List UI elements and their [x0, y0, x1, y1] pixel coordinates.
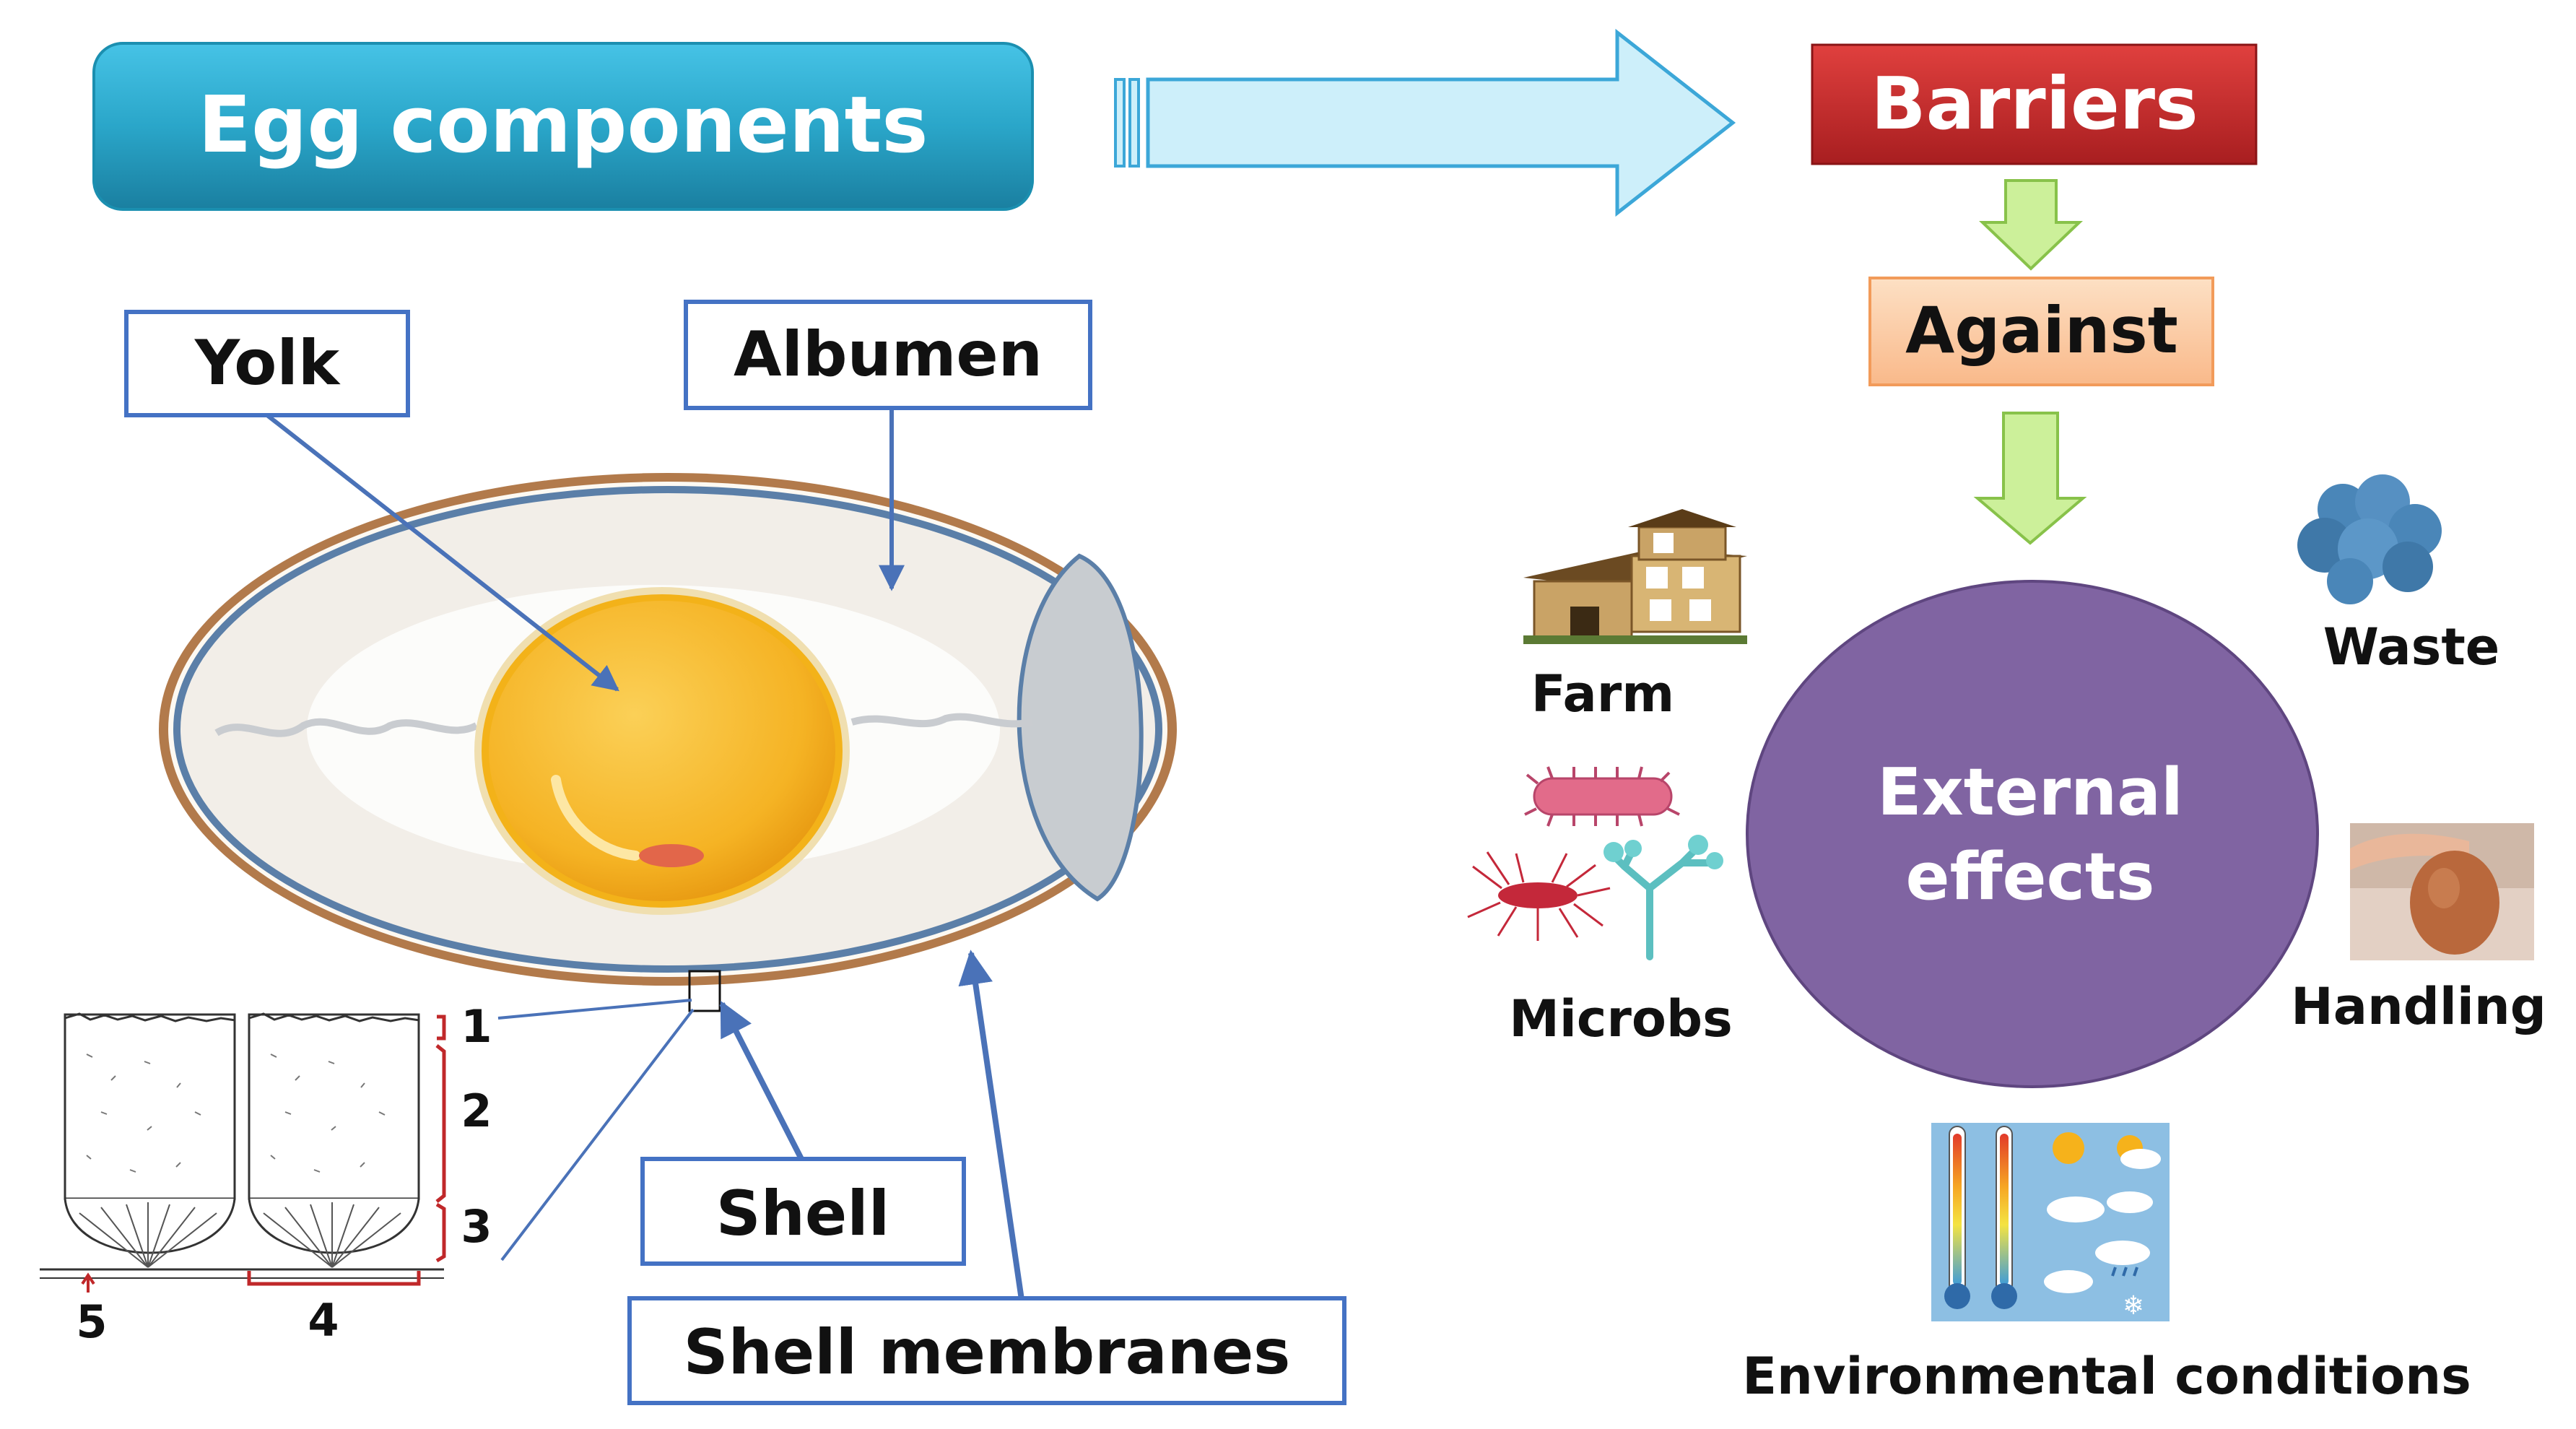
down-arrow-2	[1973, 412, 2087, 545]
handling-label: Handling	[2291, 977, 2546, 1036]
title-box: Egg components	[92, 42, 1034, 211]
mold-icon	[1604, 835, 1723, 960]
external-effects-circle: External effects	[1746, 580, 2319, 1088]
big-right-arrow	[1114, 28, 1736, 217]
bacteria-icon	[1524, 766, 1680, 827]
layer-2-label: 2	[461, 1085, 492, 1137]
against-label: Against	[1905, 293, 2178, 368]
environmental-label: Environmental conditions	[1742, 1347, 2471, 1406]
shell-label: Shell	[716, 1178, 889, 1250]
microbe-icon	[1467, 851, 1611, 941]
center-line-1: External	[1877, 755, 2183, 830]
albumen-callout: Albumen	[684, 300, 1092, 591]
down-arrow-1	[1979, 179, 2083, 271]
farm-label: Farm	[1531, 664, 1674, 724]
yolk-label: Yolk	[194, 327, 341, 399]
shell-membranes-label: Shell membranes	[684, 1316, 1291, 1389]
layer-3-label: 3	[461, 1200, 492, 1253]
shell-layer-inset: 1 2 3 4 5	[40, 999, 695, 1348]
microbs-label: Microbs	[1509, 989, 1733, 1048]
against-box: Against	[1868, 277, 2214, 386]
layer-4-label: 4	[308, 1294, 339, 1347]
shell-callout: Shell	[640, 1000, 966, 1266]
weather-icon: ❄	[1931, 1123, 2170, 1321]
layer-5-label: 5	[76, 1295, 107, 1348]
farm-icon	[1523, 509, 1747, 644]
center-line-2: effects	[1906, 839, 2155, 915]
page-title: Egg components	[198, 80, 928, 170]
handling-icon	[2350, 823, 2534, 960]
waste-label: Waste	[2323, 617, 2500, 677]
barriers-box: Barriers	[1811, 43, 2258, 165]
waste-icon	[2297, 474, 2442, 604]
shell-membranes-callout: Shell membranes	[627, 950, 1346, 1405]
layer-1-label: 1	[461, 1000, 492, 1053]
egg-cross-section	[159, 473, 1177, 1012]
albumen-label: Albumen	[734, 318, 1043, 391]
yolk-callout: Yolk	[124, 310, 619, 692]
barriers-label: Barriers	[1871, 61, 2198, 146]
svg-text:❄: ❄	[2123, 1291, 2144, 1321]
